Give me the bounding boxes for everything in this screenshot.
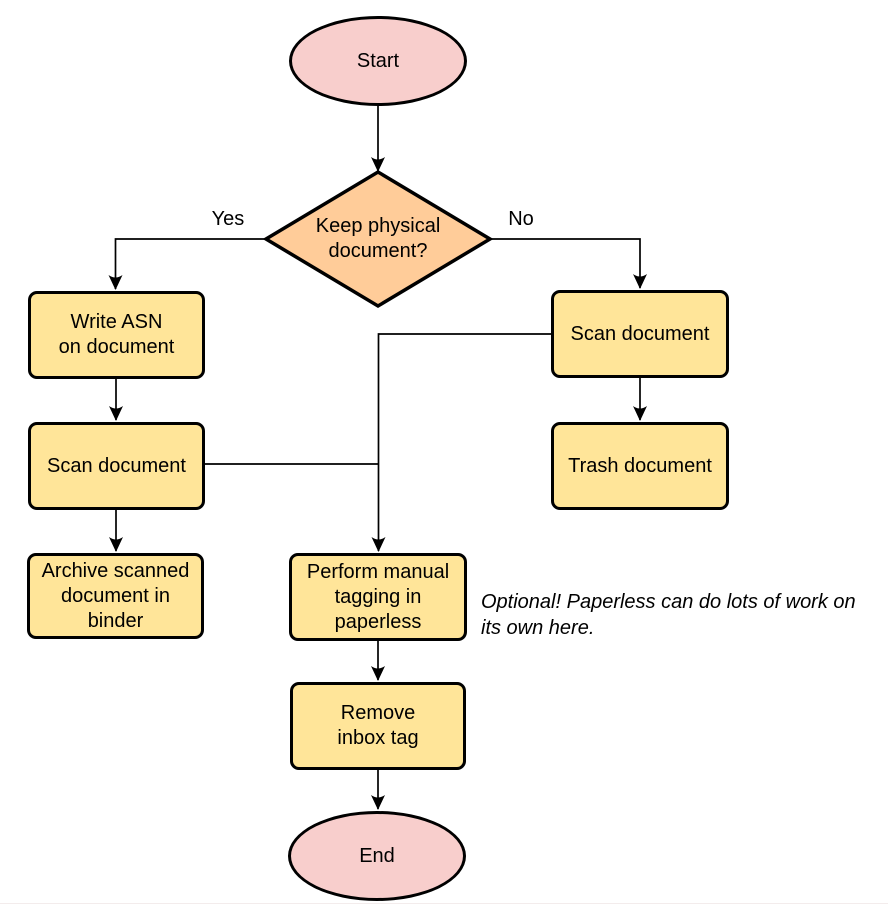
decision-diamond-shape	[262, 169, 494, 309]
edge-label-yes: Yes	[211, 208, 245, 230]
edge-decision-write-asn-yes	[108, 238, 266, 290]
edge-scan-discard-tagging	[371, 333, 551, 552]
node-write-asn-on-document: Write ASN on document	[28, 291, 205, 379]
node-trash-document: Trash document	[551, 422, 729, 510]
page-edge-divider	[0, 903, 888, 904]
note-optional-paperless: Optional! Paperless can do lots of work …	[481, 591, 856, 639]
node-decision-label: Keep physical document?	[315, 215, 441, 262]
edge-decision-scan-discard-no	[490, 238, 647, 289]
node-perform-manual-tagging: Perform manual tagging in paperless	[289, 553, 467, 641]
node-scan-document-keep: Scan document	[28, 422, 205, 510]
edge-label-no: No	[508, 208, 534, 230]
node-archive-scanned-document: Archive scanned document in binder	[27, 553, 204, 639]
node-end: End	[288, 811, 466, 901]
node-remove-inbox-tag: Remove inbox tag	[290, 682, 466, 770]
node-start: Start	[289, 16, 467, 106]
node-scan-document-discard: Scan document	[551, 290, 729, 378]
